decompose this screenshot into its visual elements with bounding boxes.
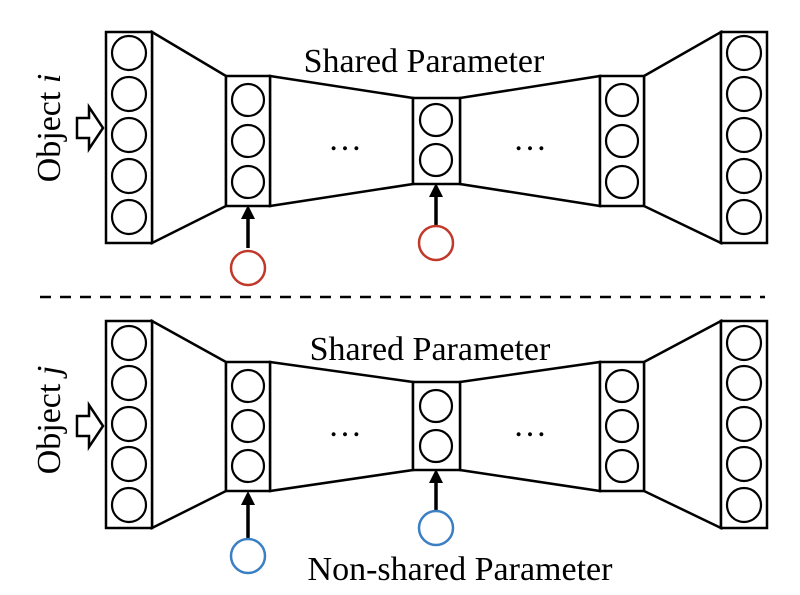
neuron — [604, 368, 640, 404]
shared-parameter-label-top: Shared Parameter — [304, 43, 545, 80]
neurons-bottleneck — [418, 388, 454, 464]
input-arrow-icon — [75, 102, 105, 154]
neuron — [725, 157, 763, 195]
input-arrow-icon — [75, 400, 105, 452]
neuron — [604, 82, 640, 118]
shared-parameter-label-bottom: Shared Parameter — [310, 331, 551, 368]
panel-object-i: Object i — [31, 29, 769, 287]
neuron — [110, 198, 148, 236]
neurons-hidden-1 — [230, 368, 266, 484]
ellipsis-right: … — [513, 121, 547, 158]
connector-1 — [150, 318, 228, 531]
object-j-word: Object — [31, 375, 68, 474]
neuron — [110, 486, 148, 524]
nonshared-param-node-1 — [229, 537, 267, 575]
connector-4 — [642, 29, 723, 245]
nonshared-parameter-label: Non-shared Parameter — [308, 551, 614, 588]
ellipsis-left: … — [328, 407, 362, 444]
neuron — [725, 445, 763, 483]
neuron — [230, 408, 266, 444]
neurons-bottleneck — [418, 102, 454, 178]
neuron — [725, 486, 763, 524]
neuron — [230, 368, 266, 404]
neuron — [110, 324, 148, 362]
neurons-output — [725, 324, 763, 524]
object-j-index: j — [31, 366, 68, 379]
neuron — [725, 405, 763, 443]
object-i-label: Object i — [31, 74, 68, 183]
object-i-index: i — [31, 74, 68, 83]
neuron — [604, 448, 640, 484]
neuron — [604, 164, 640, 200]
neuron — [110, 34, 148, 72]
neuron — [110, 405, 148, 443]
neuron — [604, 123, 640, 159]
neuron — [418, 428, 454, 464]
neurons-hidden-2 — [604, 82, 640, 200]
neuron — [110, 364, 148, 402]
neuron — [418, 142, 454, 178]
neuron — [230, 164, 266, 200]
neuron — [604, 408, 640, 444]
neuron — [725, 116, 763, 154]
neuron — [725, 364, 763, 402]
neuron — [725, 34, 763, 72]
neuron — [110, 445, 148, 483]
neuron — [230, 82, 266, 118]
connector-1 — [150, 29, 228, 246]
ellipsis-left: … — [328, 121, 362, 158]
neuron — [230, 123, 266, 159]
neuron — [418, 388, 454, 424]
neurons-output — [725, 34, 763, 236]
nonshared-param-node-2 — [417, 509, 455, 547]
neurons-hidden-2 — [604, 368, 640, 484]
connector-4 — [642, 318, 723, 530]
neuron — [725, 324, 763, 362]
neuron — [230, 448, 266, 484]
neuron — [418, 102, 454, 138]
neuron — [725, 75, 763, 113]
object-j-label: Object j — [31, 366, 68, 475]
ellipsis-right: … — [513, 407, 547, 444]
neurons-input — [110, 324, 148, 524]
object-i-word: Object — [31, 83, 68, 182]
neuron — [110, 75, 148, 113]
neurons-hidden-1 — [230, 82, 266, 200]
neuron — [110, 116, 148, 154]
panel-object-j: Object j — [31, 318, 769, 588]
neurons-input — [110, 34, 148, 236]
neuron — [110, 157, 148, 195]
neuron — [725, 198, 763, 236]
nonshared-param-node-2 — [417, 224, 455, 262]
nonshared-param-node-1 — [229, 249, 267, 287]
